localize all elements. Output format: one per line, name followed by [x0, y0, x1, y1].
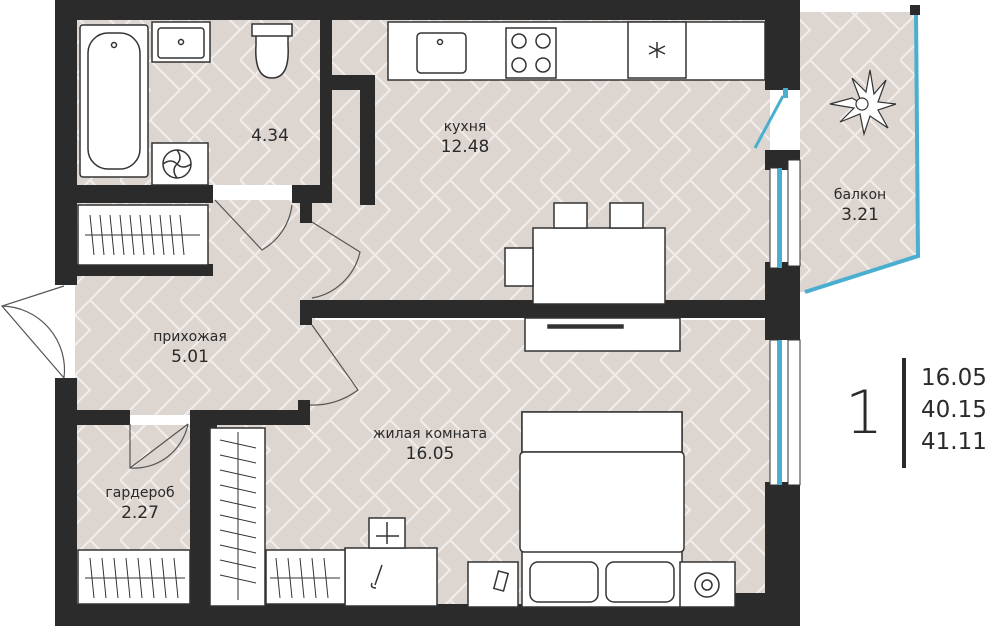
living-area-value: 16.05	[921, 365, 987, 391]
balcony-area: 3.21	[841, 205, 879, 225]
living-area: 16.05	[405, 444, 455, 464]
summary-divider	[902, 358, 906, 468]
kitchen-sink	[416, 32, 467, 74]
bathroom-area: 4.34	[251, 126, 289, 146]
hallway-area: 5.01	[171, 347, 209, 367]
living-fixtures	[344, 317, 736, 608]
room-label-balcony: балкон 3.21	[810, 186, 910, 226]
room-label-bathroom: 4.34	[220, 125, 320, 147]
room-count: 1	[845, 378, 884, 448]
desk	[344, 547, 438, 607]
stove	[505, 27, 557, 79]
windows	[753, 5, 921, 486]
dining-table	[532, 227, 666, 305]
toilet	[255, 29, 289, 79]
plant-icon	[829, 69, 897, 137]
wardrobe-area: 2.27	[121, 503, 159, 523]
room-label-living: жилая комната 16.05	[355, 425, 505, 465]
total-area-value: 40.15	[921, 397, 987, 423]
kitchen-area: 12.48	[440, 137, 490, 157]
wardrobes	[77, 204, 346, 607]
balcony-name: балкон	[833, 187, 887, 203]
room-label-hallway: прихожая 5.01	[130, 328, 250, 368]
tv-stand	[524, 317, 681, 352]
room-label-kitchen: кухня 12.48	[410, 118, 520, 158]
doors	[0, 199, 361, 469]
hallway-name: прихожая	[153, 329, 227, 345]
bathroom-fixtures	[79, 21, 293, 186]
kitchen-name: кухня	[443, 119, 487, 135]
room-label-wardrobe: гардероб 2.27	[85, 484, 195, 524]
kitchen-fixtures	[387, 21, 766, 305]
wardrobe-name: гардероб	[105, 485, 175, 501]
area-values: 16.05 40.15 41.11	[921, 362, 987, 458]
balcony-floor	[800, 12, 918, 292]
living-name: жилая комната	[372, 426, 488, 442]
total-with-balcony-value: 41.11	[921, 429, 987, 455]
area-summary: 1 16.05 40.15 41.11	[845, 358, 995, 468]
